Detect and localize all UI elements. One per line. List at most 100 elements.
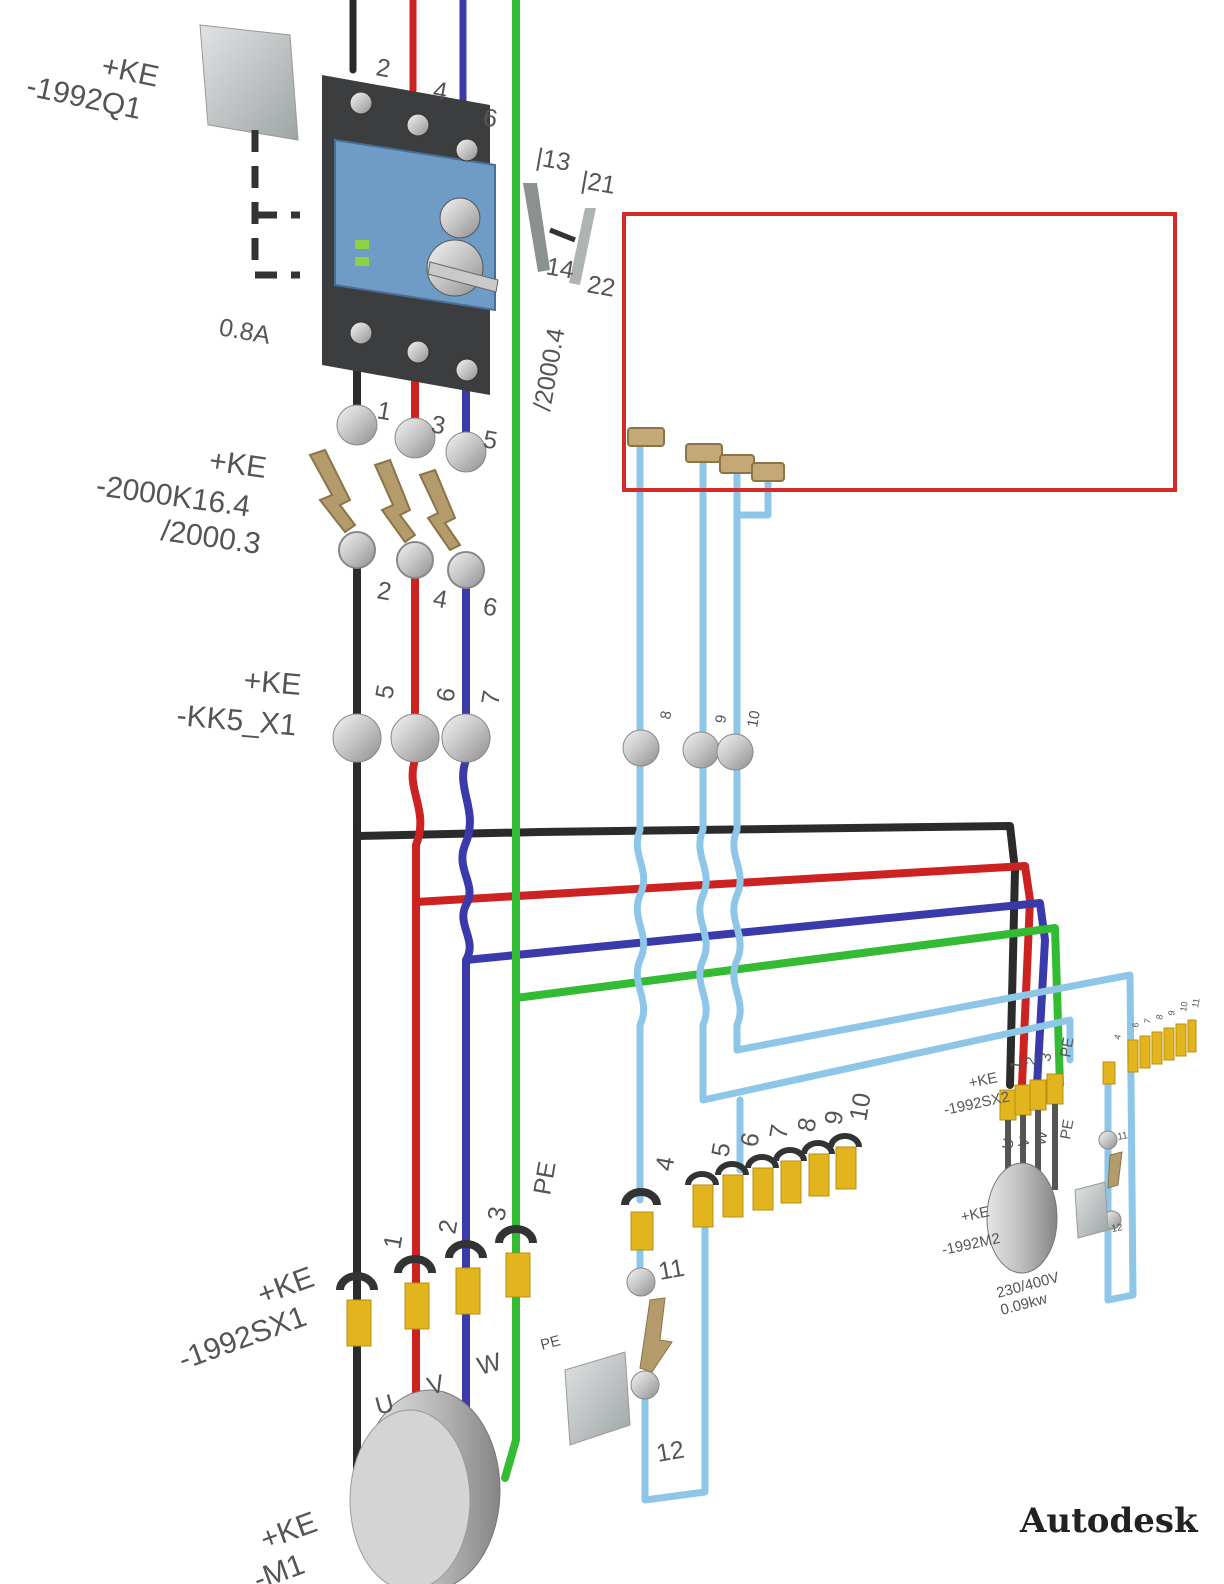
- terminal-knob: [447, 551, 485, 589]
- label-q1-top-2: 2: [374, 53, 393, 83]
- label-strip2-8: 8: [1154, 1014, 1165, 1021]
- label-m2-v: V: [1015, 1136, 1033, 1149]
- label-q1-bot-3: 3: [429, 410, 448, 440]
- label-sx1-2: 2: [433, 1217, 463, 1236]
- label-sx1-1: 1: [378, 1232, 408, 1251]
- label-sx2-1: 1: [1007, 1060, 1025, 1071]
- label-strip2-6: 6: [1130, 1022, 1141, 1029]
- terminal-block-kk5: [332, 713, 754, 771]
- label-aux-22: 22: [585, 270, 617, 302]
- highlight-box: [622, 212, 1177, 492]
- terminal-screw: [441, 713, 491, 763]
- label-sw2-12: 12: [1111, 1222, 1124, 1235]
- label-m2-w: W: [1032, 1129, 1051, 1147]
- wire-black-bus: [353, 822, 1019, 1089]
- label-ctrl-10: 10: [744, 709, 764, 728]
- wire-blue-main: [458, 361, 474, 1424]
- label-ctrl-11: 11: [656, 1254, 686, 1286]
- label-m1-v: V: [424, 1369, 448, 1400]
- label-m2-u: U: [999, 1137, 1018, 1151]
- label-sx2-location: +KE: [967, 1069, 999, 1092]
- label-q1-top-4: 4: [431, 76, 450, 106]
- label-kk5-tag: -KK5_X1: [175, 699, 297, 742]
- label-q1-rating: 0.8A: [217, 313, 273, 350]
- label-sw2-11: 11: [1117, 1130, 1130, 1143]
- terminal-knob: [338, 531, 376, 569]
- terminal-screw: [622, 729, 660, 767]
- motor-protection-switch: [322, 75, 499, 395]
- label-strip2-9: 9: [1166, 1010, 1177, 1017]
- screw-icon: [349, 91, 373, 115]
- label-sx2-2: 2: [1022, 1056, 1040, 1067]
- control-strip-4: [564, 1188, 673, 1446]
- autodesk-logo: Autodesk: [1019, 1501, 1199, 1541]
- q1-auxiliary-box: [199, 24, 300, 279]
- motor-m1: [349, 1389, 501, 1584]
- label-k16-2: 2: [375, 576, 394, 606]
- label-ctrl-4: 4: [650, 1154, 680, 1173]
- wire-green-bus: [512, 924, 1064, 1089]
- label-m2-location: +KE: [959, 1203, 991, 1226]
- terminal-knob: [336, 404, 378, 446]
- label-q1-bot-1: 1: [375, 396, 394, 426]
- ctrl-wire-10: [730, 456, 1137, 1304]
- label-strip-8: 8: [792, 1115, 822, 1134]
- q1-bottom-knobs: [336, 404, 487, 473]
- label-strip-6: 6: [735, 1130, 765, 1149]
- labels-kk5: +KE -KK5_X1 5 6 7 8 9 10: [175, 664, 763, 742]
- label-k16-location: +KE: [207, 444, 269, 485]
- label-ctrl-12: 12: [654, 1436, 686, 1468]
- label-q1-bot-5: 5: [481, 425, 500, 455]
- labels-aux: |13 |21 14 22 /2000.4: [528, 143, 617, 413]
- label-kk5-5: 5: [370, 682, 400, 701]
- label-aux-ref: /2000.4: [528, 326, 570, 413]
- labels-strip-right: 4 6 7 8 9 10 11 11 12: [1111, 997, 1202, 1235]
- control-strip-right: [1074, 1019, 1197, 1239]
- label-m1-u: U: [372, 1389, 397, 1421]
- label-sx1-3: 3: [482, 1204, 512, 1223]
- screw-icon: [349, 321, 373, 345]
- wire-blue-bus: [462, 899, 1049, 1089]
- label-strip2-4: 4: [1112, 1034, 1123, 1041]
- label-sx1-pe: PE: [528, 1159, 561, 1197]
- terminal-knob: [394, 417, 436, 459]
- wire-green-main: [501, 0, 520, 1482]
- terminal-block-sx1: [336, 1225, 537, 1347]
- label-strip-10: 10: [844, 1091, 876, 1123]
- control-terminal-tops: [627, 427, 785, 482]
- terminal-screw: [332, 713, 382, 763]
- auxiliary-contacts: [523, 183, 596, 285]
- label-ctrl-8: 8: [657, 710, 675, 721]
- label-strip2-10: 10: [1178, 1001, 1190, 1013]
- screw-icon: [455, 358, 479, 382]
- label-m1-pe: PE: [539, 1332, 563, 1354]
- label-m1-tag: -M1: [249, 1548, 309, 1584]
- contactor-k16: [308, 448, 485, 589]
- ctrl-wire-9: [696, 446, 1074, 1104]
- label-kk5-7: 7: [476, 688, 506, 707]
- label-sx2-pe: PE: [1057, 1036, 1077, 1059]
- label-m2-tag: -1992M2: [940, 1230, 1001, 1259]
- label-strip-5: 5: [706, 1140, 736, 1159]
- label-aux-14: 14: [544, 252, 576, 284]
- control-wires: [633, 436, 1137, 1504]
- labels-q1: +KE -1992Q1 0.8A 2 4 6 1 3 5: [24, 50, 500, 456]
- label-strip2-7: 7: [1142, 1018, 1153, 1025]
- label-strip2-11: 11: [1190, 997, 1201, 1008]
- terminal-block-sx2: [999, 1073, 1064, 1190]
- control-strip-5-10: [685, 1133, 862, 1228]
- screw-icon: [406, 113, 430, 137]
- terminal-screw: [390, 713, 440, 763]
- terminal-screw: [682, 731, 720, 769]
- label-k16-4: 4: [431, 584, 450, 614]
- label-m1-w: W: [474, 1348, 504, 1381]
- label-aux-13: |13: [534, 143, 573, 177]
- label-q1-top-6: 6: [481, 103, 500, 133]
- terminal-knob: [445, 431, 487, 473]
- label-sx2-3: 3: [1037, 1052, 1055, 1063]
- label-k16-6: 6: [481, 592, 500, 622]
- label-sx1-tag: -1992SX1: [174, 1300, 311, 1377]
- screw-icon: [406, 340, 430, 364]
- label-m1-location: +KE: [256, 1506, 321, 1557]
